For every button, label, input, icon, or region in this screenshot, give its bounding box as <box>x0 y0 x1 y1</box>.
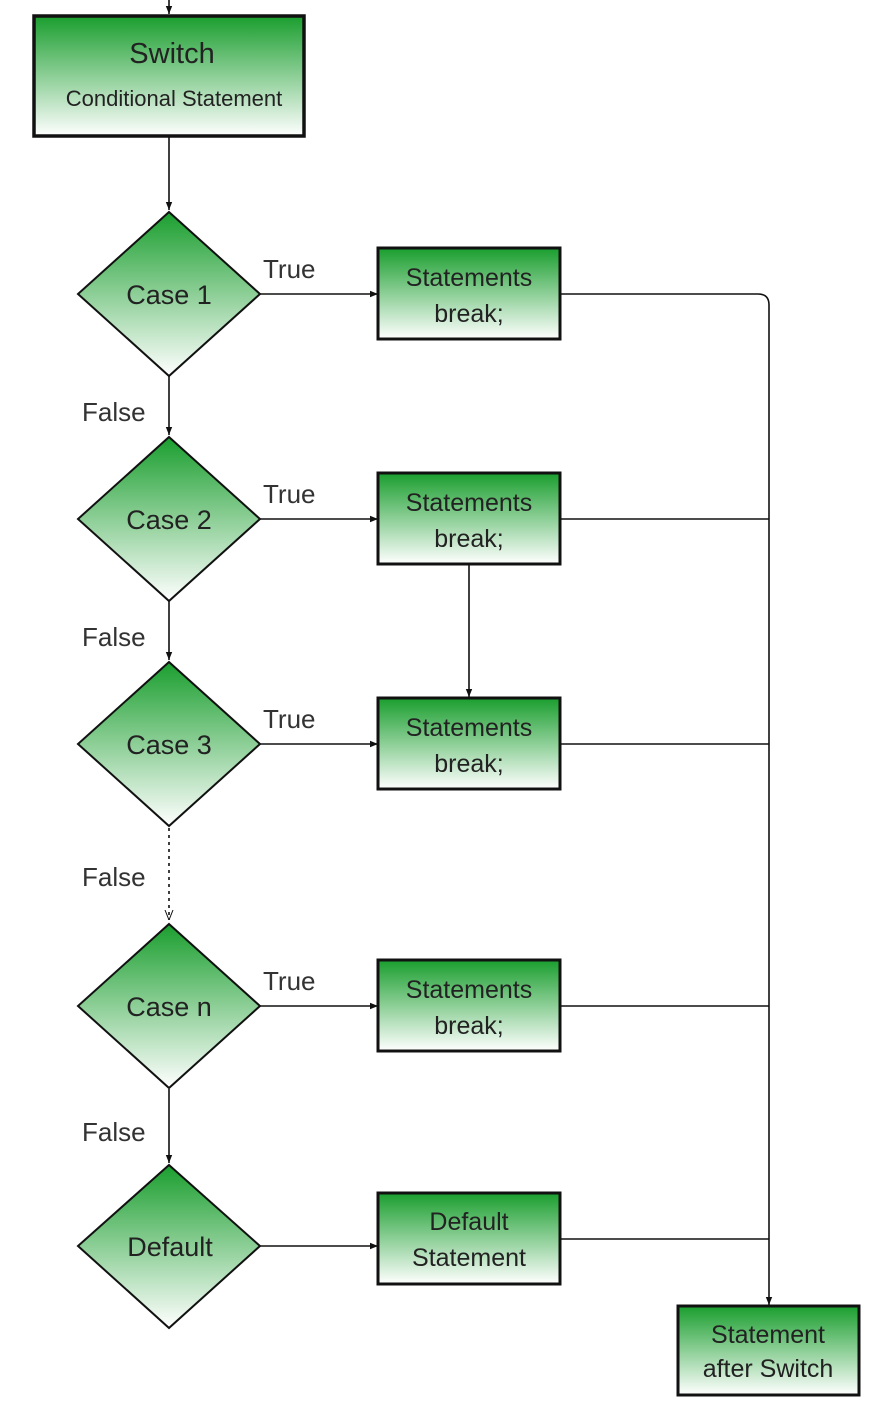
case-label: Case n <box>126 992 212 1022</box>
statements-box-2: Statements break; <box>376 471 562 566</box>
case-diamond <box>76 435 262 603</box>
switch-rect <box>32 14 306 138</box>
switch-box: Switch Conditional Statement <box>32 14 306 138</box>
case-diamond <box>76 210 262 378</box>
case-label: Case 1 <box>126 280 212 310</box>
switch-subtitle: Conditional Statement <box>66 86 282 111</box>
statements-line1: Statements <box>406 264 532 292</box>
statements-line2: break; <box>434 750 503 778</box>
connectors <box>169 0 773 1305</box>
true-label: True <box>263 479 316 509</box>
false-label: False <box>82 1117 146 1147</box>
true-label: True <box>263 966 316 996</box>
after-switch-line1: Statement <box>711 1321 825 1349</box>
case-2: Case 2 True False <box>76 435 316 652</box>
statements-rect <box>376 696 562 791</box>
statements-line2: break; <box>434 1012 503 1040</box>
switch-title: Switch <box>129 38 214 70</box>
case-label: Case 3 <box>126 730 212 760</box>
default-statement-rect <box>376 1191 562 1286</box>
false-label: False <box>82 397 146 427</box>
default-diamond <box>76 1163 262 1330</box>
statements-box-3: Statements break; <box>376 696 562 791</box>
after-switch-line2: after Switch <box>703 1355 834 1383</box>
false-label: False <box>82 862 146 892</box>
statements-line1: Statements <box>406 714 532 742</box>
statements-line1: Statements <box>406 489 532 517</box>
case-1: Case 1 True False <box>76 210 316 427</box>
statements-line2: break; <box>434 525 503 553</box>
default-statement-line1: Default <box>429 1208 508 1236</box>
true-label: True <box>263 254 316 284</box>
statements-rect <box>376 958 562 1053</box>
statements-box-1: Statements break; <box>376 246 562 341</box>
case-diamond <box>76 660 262 828</box>
case-n: Case n True False <box>76 922 316 1147</box>
statements-line2: break; <box>434 300 503 328</box>
default-statement-box: Default Statement <box>376 1191 562 1286</box>
default-label: Default <box>127 1232 213 1262</box>
true-label: True <box>263 704 316 734</box>
after-switch-rect <box>676 1304 861 1397</box>
after-switch-box: Statement after Switch <box>676 1304 861 1397</box>
statements-rect <box>376 246 562 341</box>
false-label: False <box>82 622 146 652</box>
default-statement-line2: Statement <box>412 1244 526 1272</box>
statements-box-n: Statements break; <box>376 958 562 1053</box>
stmt1-to-collector <box>560 293 770 306</box>
case-3: Case 3 True False <box>76 660 316 892</box>
statements-line1: Statements <box>406 976 532 1004</box>
case-label: Case 2 <box>126 505 212 535</box>
statements-rect <box>376 471 562 566</box>
default-case: Default <box>76 1163 262 1330</box>
case-diamond <box>76 922 262 1090</box>
